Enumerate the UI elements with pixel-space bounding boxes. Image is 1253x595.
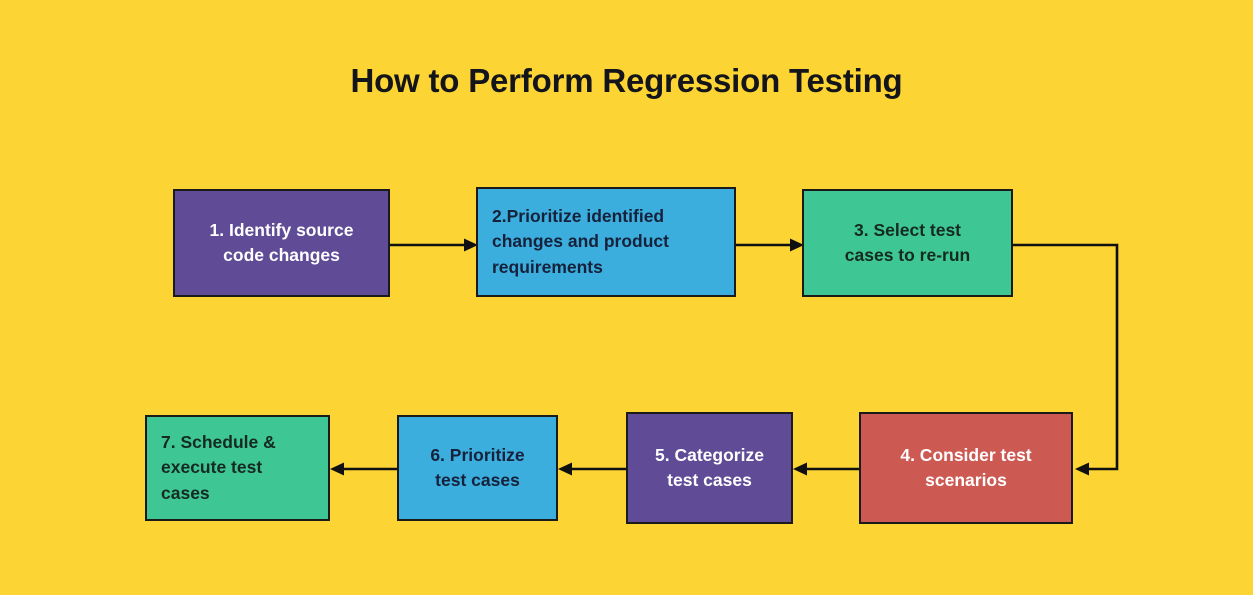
connector-2-to-3 [736,238,804,252]
page-title: How to Perform Regression Testing [350,62,903,99]
flow-node-6-label: 6. Prioritize test cases [430,444,525,490]
flow-node-2-label: 2.Prioritize identified changes and prod… [492,205,669,277]
flow-node-4-label: 4. Consider test scenarios [900,444,1032,490]
flow-node-7[interactable]: 7. Schedule & execute test cases [145,415,330,521]
connector-1-to-2 [390,238,478,252]
connector-6-to-7 [330,462,397,476]
connector-5-to-6 [558,462,626,476]
flow-node-2[interactable]: 2.Prioritize identified changes and prod… [476,187,736,297]
flow-node-1-label: 1. Identify source code changes [209,219,354,265]
flow-node-3[interactable]: 3. Select test cases to re-run [802,189,1013,297]
flow-node-4[interactable]: 4. Consider test scenarios [859,412,1073,524]
flow-node-6[interactable]: 6. Prioritize test cases [397,415,558,521]
flow-node-1[interactable]: 1. Identify source code changes [173,189,390,297]
flow-node-5-label: 5. Categorize test cases [655,444,764,490]
flow-node-5[interactable]: 5. Categorize test cases [626,412,793,524]
flow-node-3-label: 3. Select test cases to re-run [844,219,971,265]
connector-4-to-5 [793,462,859,476]
flow-node-7-label: 7. Schedule & execute test cases [161,431,276,503]
